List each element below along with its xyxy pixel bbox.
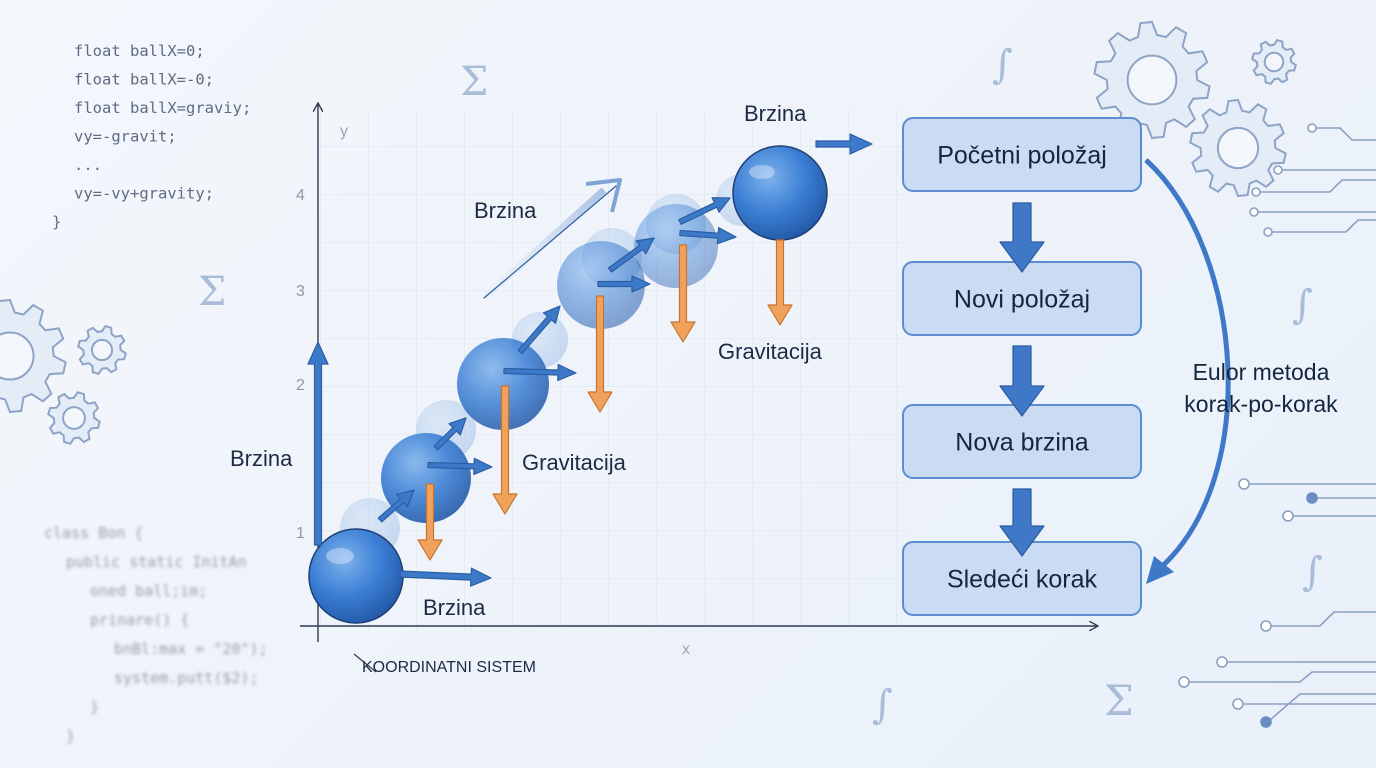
svg-text:∫: ∫ (1302, 549, 1323, 595)
gravity-arrow (492, 385, 518, 515)
flow-step-box: Nova brzina (902, 404, 1142, 479)
code-line: vy=-vy+gravity; (74, 185, 214, 203)
velocity-label: Brzina (230, 446, 293, 471)
circuit-icon (1178, 123, 1376, 728)
flow-step-label: Novi položaj (954, 286, 1090, 314)
velocity-arrow (399, 567, 492, 587)
gravity-label: Gravitacija (718, 339, 823, 364)
velocity-arrow (483, 185, 617, 299)
flow-down-arrow (999, 345, 1045, 417)
code-snippet-blurred: class Bon { public static InitAn oned ball… (44, 524, 268, 745)
code-line-blurred: class Bon { (44, 524, 143, 542)
flow-step-label: Nova brzina (955, 429, 1088, 457)
x-axis-label: x (682, 641, 690, 658)
gear-icon (47, 391, 101, 445)
velocity-arrow (427, 457, 493, 475)
ball (457, 338, 549, 430)
svg-text:Σ: Σ (460, 59, 488, 105)
gear-icon (1251, 39, 1297, 85)
velocity-arrow (597, 275, 651, 293)
flow-step-label: Sledeći korak (947, 566, 1098, 594)
code-line-blurred: } (66, 727, 75, 745)
code-line-blurred: prinare() { (90, 611, 189, 629)
sigma-icon: Σ Σ Σ (198, 59, 1134, 725)
velocity-arrow (307, 341, 329, 546)
gravity-arrow (417, 483, 443, 561)
velocity-arrow (815, 133, 873, 155)
loop-arrow (1144, 158, 1231, 584)
svg-text:∫: ∫ (992, 42, 1013, 88)
gear-icon (1189, 98, 1287, 198)
gravity-label: Gravitacija (522, 450, 627, 475)
integral-icon: ∫ ∫ ∫ ∫ (872, 42, 1323, 728)
ball (634, 204, 718, 288)
gravity-arrow (767, 239, 793, 326)
ball (732, 145, 828, 241)
velocity-label: Brzina (423, 595, 486, 620)
code-line: float ballX=0; (74, 42, 205, 60)
velocity-arrow (503, 363, 577, 382)
velocity-arrow (433, 417, 467, 451)
velocity-arrow (679, 227, 737, 245)
velocity-label: Brzina (744, 101, 807, 126)
gear-icon (77, 325, 127, 375)
step-by-step-label: korak-po-korak (1184, 391, 1338, 417)
flow-step-box: Početni položaj (902, 117, 1142, 192)
code-line-blurred: } (90, 698, 99, 716)
y-tick-label: 4 (296, 187, 305, 204)
flow-step-label: Početni položaj (937, 142, 1107, 170)
flow-down-arrow (999, 488, 1045, 557)
code-line-blurred: bnBl:max = "20"); (114, 640, 268, 658)
svg-text:Σ: Σ (1104, 676, 1134, 725)
code-line-blurred: oned ball;im; (90, 582, 207, 600)
gravity-arrow (670, 244, 696, 343)
code-line: float ballX=graviy; (74, 99, 251, 117)
velocity-label: Brzina (474, 198, 537, 223)
y-tick-label: 1 (296, 525, 305, 542)
y-tick-label: 2 (296, 377, 305, 394)
coordinate-axes: y x 1 2 3 4 KOORDINATNI SISTEM (296, 104, 1097, 676)
flow-step-box: Novi položaj (902, 261, 1142, 336)
gear-icon (0, 298, 67, 414)
velocity-arrow (607, 237, 655, 273)
velocity-arrow (377, 489, 415, 523)
y-axis-label: y (340, 123, 348, 140)
code-line: float ballX=-0; (74, 71, 214, 89)
code-line: } (52, 213, 61, 231)
code-line-blurred: system.putt($2); (114, 669, 259, 687)
code-snippet-top: float ballX=0; float ballX=-0; float ballX… (52, 42, 251, 231)
coordinate-system-label: KOORDINATNI SISTEM (362, 659, 536, 676)
svg-text:∫: ∫ (1292, 282, 1313, 328)
y-tick-label: 3 (296, 283, 305, 300)
svg-text:∫: ∫ (872, 682, 893, 728)
ball (308, 528, 404, 624)
flow-down-arrow (999, 202, 1045, 273)
velocity-arrow (517, 305, 561, 355)
euler-method-label: Eulor metoda (1193, 359, 1330, 385)
trajectory-direction-arrow (481, 178, 622, 301)
gravity-arrow (587, 295, 613, 413)
svg-text:Σ: Σ (198, 269, 226, 315)
velocity-arrow (678, 197, 731, 225)
code-line-blurred: public static InitAn (66, 553, 247, 571)
code-line: ... (74, 156, 102, 174)
code-line: vy=-gravit; (74, 128, 177, 146)
gear-icon (1093, 20, 1211, 140)
